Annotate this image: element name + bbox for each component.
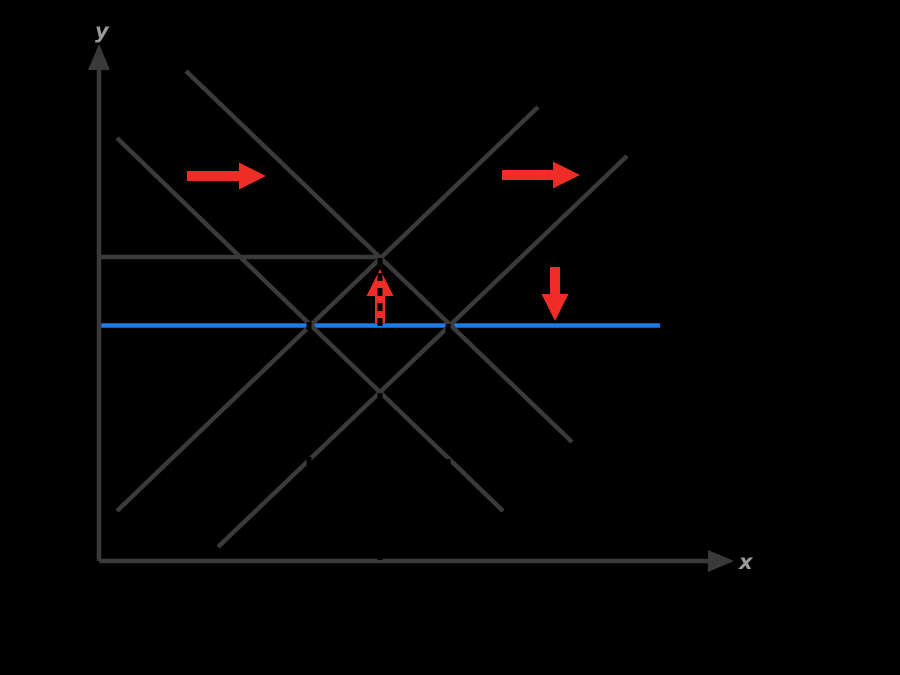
supply-shift-right-arrow — [502, 161, 580, 189]
price-down-arrow — [541, 267, 569, 321]
demand-shift-right-arrow — [187, 162, 266, 190]
y-axis-arrowhead — [88, 44, 110, 70]
supply-curve-shifted — [216, 154, 629, 549]
x-axis-label: x — [738, 550, 754, 574]
y-axis-label: y — [95, 19, 110, 43]
x-axis-arrowhead — [708, 550, 734, 572]
supply-curve-initial — [115, 105, 540, 513]
